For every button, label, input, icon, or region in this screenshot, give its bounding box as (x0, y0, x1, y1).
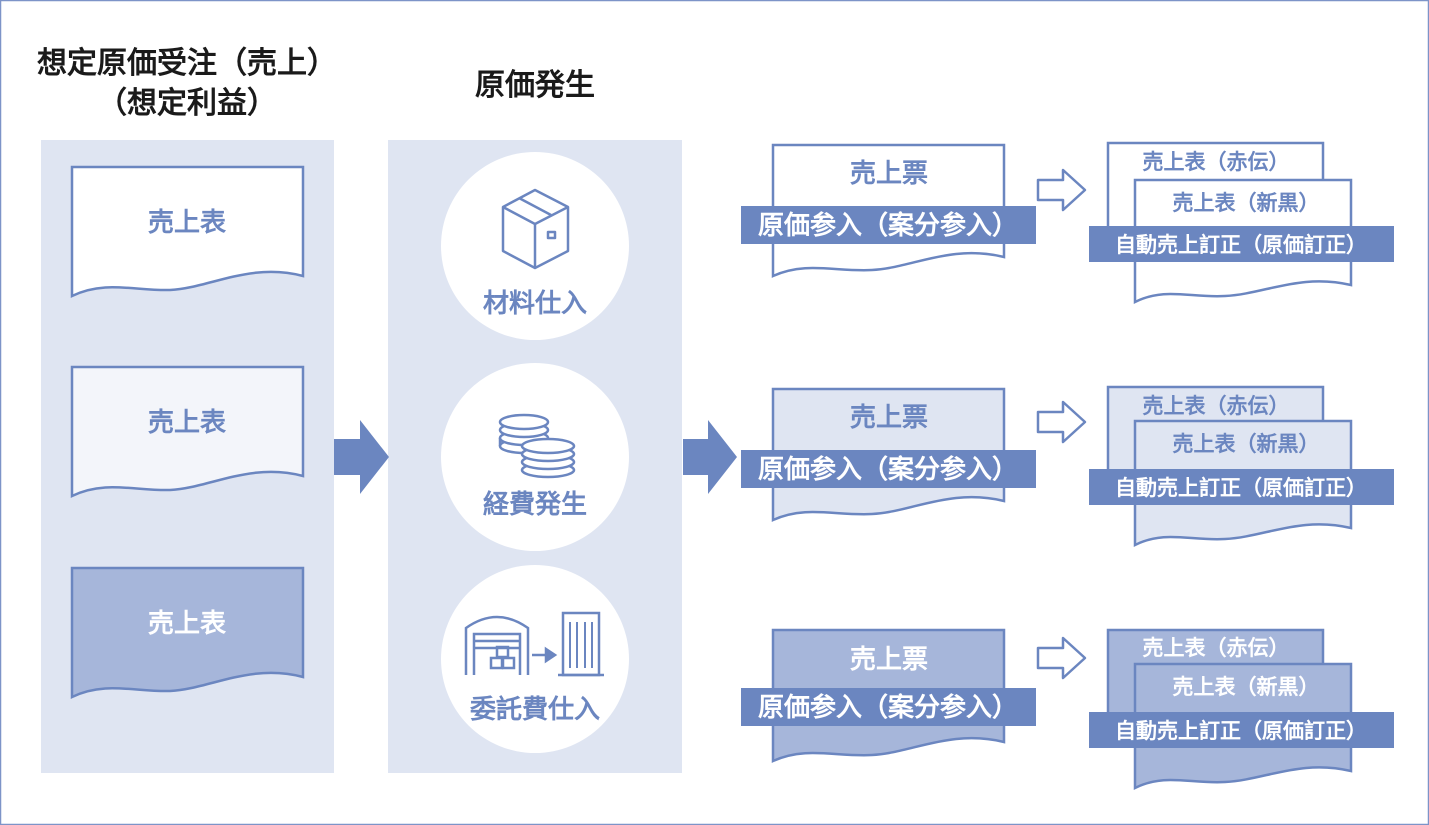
sales-slip-3-label: 売上票 (850, 645, 928, 675)
sales-doc-2: 売上表 (70, 365, 305, 498)
arrow-middle-to-right (683, 420, 737, 494)
sales-slip-1-banner (741, 206, 1036, 244)
left-header-line1: 想定原価受注（売上） (37, 46, 337, 81)
outline-arrow-1 (1036, 168, 1087, 212)
sales-slip-2-label: 売上票 (850, 403, 928, 433)
sales-slip-3: 売上票 原価参入（案分参入） (741, 628, 1036, 763)
row-2: 売上票 原価参入（案分参入） 売上表（赤伝） 売上表（新黒） 自動売上訂正（原価… (741, 385, 1394, 548)
sales-doc-2-label: 売上表 (148, 408, 227, 438)
row-1: 売上票 原価参入（案分参入） 売上表（赤伝） 売上表（新黒） 自動売上訂正（原価… (741, 141, 1394, 305)
sales-doc-1: 売上表 (70, 165, 305, 298)
middle-header: 原価発生 (475, 68, 595, 103)
box-icon (501, 188, 570, 270)
coins-icon (498, 413, 576, 479)
red-slip-3-label: 売上表（赤伝） (1143, 636, 1290, 660)
correction-docs-1: 売上表（赤伝） 売上表（新黒） 自動売上訂正（原価訂正） (1089, 141, 1394, 305)
sales-slip-1: 売上票 原価参入（案分参入） (741, 143, 1036, 278)
row-3: 売上票 原価参入（案分参入） 売上表（赤伝） 売上表（新黒） 自動売上訂正（原価… (741, 628, 1394, 791)
outline-arrow-2 (1036, 400, 1087, 444)
black-slip-2-label: 売上表（新黒） (1173, 432, 1320, 456)
sales-doc-3-label: 売上表 (148, 609, 227, 639)
red-slip-1-label: 売上表（赤伝） (1143, 150, 1290, 174)
correction-2-banner (1089, 469, 1394, 505)
left-header-line2: （想定利益） (97, 86, 277, 121)
cost-source-outsource: 委託費仕入 (441, 565, 629, 753)
cost-source-expense-label: 経費発生 (483, 489, 587, 520)
warehouse-to-building-icon (464, 611, 604, 677)
sales-doc-1-label: 売上表 (148, 208, 227, 238)
correction-docs-3: 売上表（赤伝） 売上表（新黒） 自動売上訂正（原価訂正） (1089, 628, 1394, 791)
cost-source-outsource-label: 委託費仕入 (470, 694, 600, 725)
arrow-left-to-middle (334, 420, 389, 494)
correction-3-banner (1089, 712, 1394, 748)
black-slip-3-label: 売上表（新黒） (1173, 675, 1320, 699)
sales-slip-1-label: 売上票 (850, 159, 928, 189)
correction-1-banner (1089, 226, 1394, 262)
sales-slip-3-banner (741, 688, 1036, 726)
correction-1-banner-text: 自動売上訂正（原価訂正） (1115, 233, 1367, 257)
black-slip-1-label: 売上表（新黒） (1173, 191, 1320, 215)
cost-source-expense: 経費発生 (441, 363, 629, 551)
sales-slip-2: 売上票 原価参入（案分参入） (741, 387, 1036, 522)
outline-arrow-3 (1036, 636, 1087, 680)
sales-slip-2-banner-text: 原価参入（案分参入） (758, 454, 1018, 485)
sales-slip-1-banner-text: 原価参入（案分参入） (758, 210, 1018, 241)
red-slip-2-label: 売上表（赤伝） (1143, 394, 1290, 418)
sales-doc-3: 売上表 (70, 566, 305, 699)
sales-slip-3-banner-text: 原価参入（案分参入） (758, 692, 1018, 723)
correction-3-banner-text: 自動売上訂正（原価訂正） (1115, 719, 1367, 743)
cost-source-material: 材料仕入 (441, 152, 629, 340)
cost-source-material-label: 材料仕入 (483, 289, 587, 319)
correction-docs-2: 売上表（赤伝） 売上表（新黒） 自動売上訂正（原価訂正） (1089, 385, 1394, 548)
sales-slip-2-banner (741, 450, 1036, 488)
correction-2-banner-text: 自動売上訂正（原価訂正） (1115, 476, 1367, 500)
